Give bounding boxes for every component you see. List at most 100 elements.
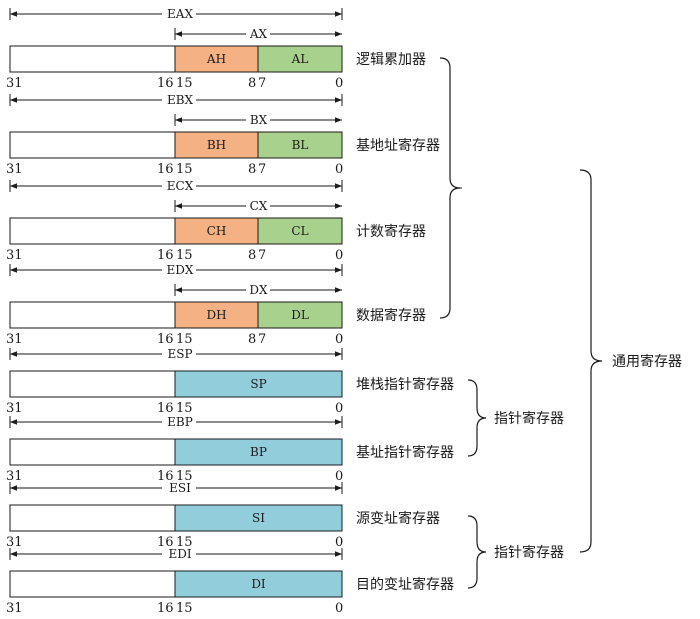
- pointer-registers-brace: [467, 379, 487, 457]
- edx-bit-8: 8: [248, 332, 256, 347]
- ecx-low-byte: [257, 217, 343, 245]
- edx-high-label: DH: [206, 308, 226, 322]
- ebp-name32: EBP: [167, 415, 193, 429]
- edi-name32: EDI: [168, 547, 191, 561]
- ebx-low-byte: [257, 131, 343, 159]
- eax-bit-0: 0: [335, 76, 343, 91]
- esp-bit-15: 15: [176, 401, 193, 416]
- edi-bit-0: 0: [335, 601, 343, 616]
- ebx-name16: BX: [250, 113, 268, 127]
- edi-description: 目的变址寄存器: [356, 576, 454, 593]
- ecx-bit-0: 0: [335, 248, 343, 263]
- ecx-bit-16: 16: [157, 248, 174, 263]
- eax-upper-word: [9, 45, 176, 73]
- edi-upper-word: [9, 570, 176, 598]
- edi-bit-15: 15: [176, 601, 193, 616]
- edx-low-byte: [257, 301, 343, 329]
- ebx-bit-7: 7: [258, 162, 266, 177]
- esp-bit-31: 31: [6, 401, 23, 416]
- eax-bit-8: 8: [248, 76, 256, 91]
- ebx-description: 基地址寄存器: [356, 137, 440, 154]
- esp-description: 堆栈指针寄存器: [356, 376, 454, 393]
- eax-bit-16: 16: [157, 76, 174, 91]
- eax-low-byte: [257, 45, 343, 73]
- ecx-name16: CX: [250, 199, 268, 213]
- data-registers-brace: [439, 57, 461, 319]
- ebx-bit-15: 15: [176, 162, 193, 177]
- ebp-bit-15: 15: [176, 469, 193, 484]
- esi-name32: ESI: [169, 481, 191, 495]
- eax-name16: AX: [249, 27, 268, 41]
- esi-description: 源变址寄存器: [356, 510, 440, 527]
- ebp-bit-31: 31: [6, 469, 23, 484]
- ecx-bit-15: 15: [176, 248, 193, 263]
- ebp-bit-0: 0: [335, 469, 343, 484]
- edx-description: 数据寄存器: [356, 307, 426, 324]
- esi-low-word: [174, 504, 343, 532]
- eax-low-label: AL: [291, 52, 309, 66]
- ecx-bit-8: 8: [248, 248, 256, 263]
- ebp-low-word: [174, 438, 343, 466]
- edi-name16-box: DI: [251, 577, 266, 591]
- edx-name16: DX: [249, 283, 268, 297]
- ecx-bit-7: 7: [258, 248, 266, 263]
- eax-description: 逻辑累加器: [356, 52, 426, 68]
- pointer-group-label: 指针寄存器: [494, 410, 564, 427]
- ebx-upper-word: [9, 131, 176, 159]
- edx-bit-16: 16: [157, 332, 174, 347]
- ecx-high-byte: [174, 217, 259, 245]
- ecx-upper-word: [9, 217, 176, 245]
- ebp-name16-box: BP: [250, 445, 267, 459]
- edi-bit-31: 31: [6, 601, 23, 616]
- edx-bit-15: 15: [176, 332, 193, 347]
- ebx-name32: EBX: [167, 93, 194, 107]
- eax-bit-7: 7: [258, 76, 266, 91]
- ebp-bit-16: 16: [157, 469, 174, 484]
- ebx-bit-31: 31: [6, 162, 23, 177]
- edi-bit-16: 16: [157, 601, 174, 616]
- general-group-label: 通用寄存器: [612, 353, 682, 370]
- index-registers-brace: [467, 515, 487, 589]
- esi-bit-31: 31: [6, 535, 23, 550]
- ecx-low-label: CL: [291, 224, 308, 238]
- ebp-description: 基址指针寄存器: [356, 444, 454, 461]
- edi-low-word: [174, 570, 343, 598]
- ebx-low-label: BL: [292, 138, 309, 152]
- ebx-bit-8: 8: [248, 162, 256, 177]
- esp-name16-box: SP: [250, 377, 266, 391]
- edx-bit-0: 0: [335, 332, 343, 347]
- general-registers-brace: [579, 169, 603, 553]
- esi-bit-15: 15: [176, 535, 193, 550]
- eax-high-byte: [174, 45, 259, 73]
- eax-bit-31: 31: [6, 76, 23, 91]
- edx-name32: EDX: [167, 263, 194, 277]
- ecx-bit-31: 31: [6, 248, 23, 263]
- ebp-upper-word: [9, 438, 176, 466]
- eax-bit-15: 15: [176, 76, 193, 91]
- esp-name32: ESP: [167, 347, 192, 361]
- edx-bit-31: 31: [6, 332, 23, 347]
- ecx-name32: ECX: [167, 179, 194, 193]
- ecx-description: 计数寄存器: [356, 223, 426, 240]
- esi-bit-0: 0: [335, 535, 343, 550]
- ebx-high-label: BH: [207, 138, 226, 152]
- edx-low-label: DL: [291, 308, 309, 322]
- index-group-label: 指针寄存器: [494, 544, 564, 561]
- ebx-bit-16: 16: [157, 162, 174, 177]
- esp-bit-0: 0: [335, 401, 343, 416]
- eax-name32: EAX: [167, 7, 193, 21]
- edx-upper-word: [9, 301, 176, 329]
- esp-bit-16: 16: [157, 401, 174, 416]
- ebx-bit-0: 0: [335, 162, 343, 177]
- eax-high-label: AH: [206, 52, 226, 66]
- esp-low-word: [174, 370, 343, 398]
